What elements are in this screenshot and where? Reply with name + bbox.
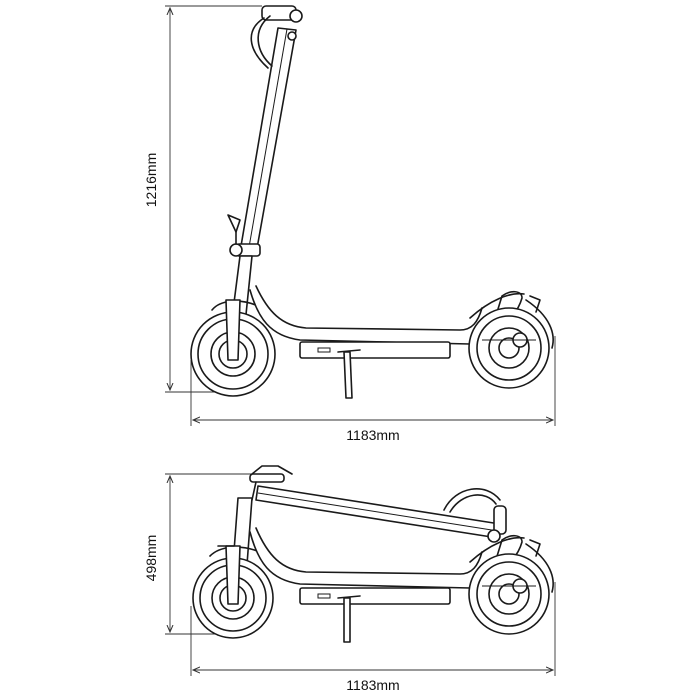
folded-front-wheel [192,497,274,639]
unfolded-length-label: 1183mm [346,427,399,443]
unfolded-length-dimension: 1183mm [190,336,556,443]
unfolded-scooter: 1216mm 1183mm [143,5,556,443]
folded-rear-wheel [468,539,554,635]
unfolded-stem [227,5,303,257]
folded-length-dimension: 1183mm [190,582,556,693]
folded-height-dimension: 498mm [143,473,262,635]
folded-height-label: 498mm [143,535,159,582]
unfolded-height-dimension: 1216mm [143,5,262,393]
unfolded-front-wheel [190,255,276,397]
folded-length-label: 1183mm [346,677,399,693]
folded-scooter: 498mm 1183mm [143,465,556,693]
folded-stem [249,465,507,543]
unfolded-height-label: 1216mm [143,153,159,207]
folded-deck [249,527,525,643]
unfolded-rear-wheel [468,295,554,389]
